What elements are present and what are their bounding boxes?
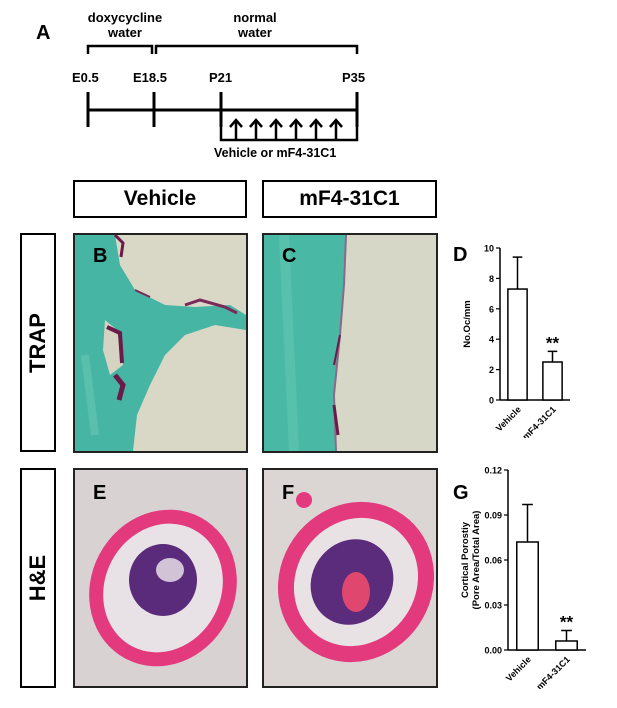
doxycycline-bracket [86, 44, 154, 54]
category-label: Vehicle [504, 654, 533, 683]
timeline-diagram [86, 44, 359, 142]
column-header-treatment: mF4-31C1 [262, 180, 437, 218]
y-tick-label: 0.06 [484, 556, 502, 566]
y-tick-label: 8 [489, 274, 494, 284]
bar [516, 541, 539, 651]
he-treatment-micrograph: F [262, 468, 438, 688]
y-tick-label: 0.03 [484, 601, 502, 611]
row-label-trap-text: TRAP [25, 312, 50, 373]
tick-label-p35: P35 [342, 70, 366, 85]
bar [507, 288, 528, 401]
panel-label-g: G [453, 482, 469, 504]
row-label-trap: TRAP [20, 233, 56, 452]
treatment-label: Vehicle or mF4-31C1 [214, 146, 337, 160]
panel-label-e: E [93, 482, 107, 504]
treatment-bracket [219, 127, 359, 142]
panel-label-a: A [36, 22, 51, 44]
y-tick-label: 0.12 [484, 466, 502, 476]
injection-arrows [229, 118, 343, 140]
significance-label: ** [560, 613, 574, 632]
y-axis-label: Cortical Porostiy [460, 521, 471, 598]
trap-treatment-micrograph: C [262, 233, 438, 453]
category-label: mF4-31C1 [534, 654, 571, 689]
y-tick-label: 2 [489, 365, 494, 375]
tick-label-e185: E18.5 [133, 70, 167, 85]
normal-water-label: normal water [233, 10, 277, 40]
y-tick-label: 6 [489, 304, 494, 314]
y-tick-label: 4 [489, 335, 494, 345]
tick-label-e05: E0.5 [72, 70, 99, 85]
category-label: Vehicle [494, 404, 523, 433]
he-vehicle-micrograph: E [73, 468, 248, 688]
tick-label-p21: P21 [209, 70, 233, 85]
column-header-vehicle: Vehicle [73, 180, 247, 218]
y-tick-label: 0.09 [484, 511, 502, 521]
trap-vehicle-micrograph: B [73, 233, 248, 453]
significance-label: ** [546, 333, 560, 352]
y-tick-label: 10 [484, 244, 494, 254]
panel-label-d: D [453, 244, 468, 266]
y-axis-label: (Pore Area/Total Area) [471, 511, 482, 610]
panel-label-c: C [282, 245, 297, 267]
doxycycline-water-label: doxycycline water [87, 10, 163, 40]
row-label-he-text: H&E [25, 554, 50, 602]
normal-water-bracket [154, 44, 359, 54]
bar [542, 361, 563, 401]
panel-label-b: B [93, 245, 108, 267]
y-tick-label: 0.00 [484, 646, 502, 656]
y-tick-label: 0 [489, 396, 494, 406]
y-axis-label: No.Oc/mm [462, 300, 473, 348]
row-label-he: H&E [20, 468, 56, 688]
panel-label-f: F [282, 482, 295, 504]
category-label: mF4-31C1 [520, 404, 557, 438]
bar [555, 640, 578, 651]
